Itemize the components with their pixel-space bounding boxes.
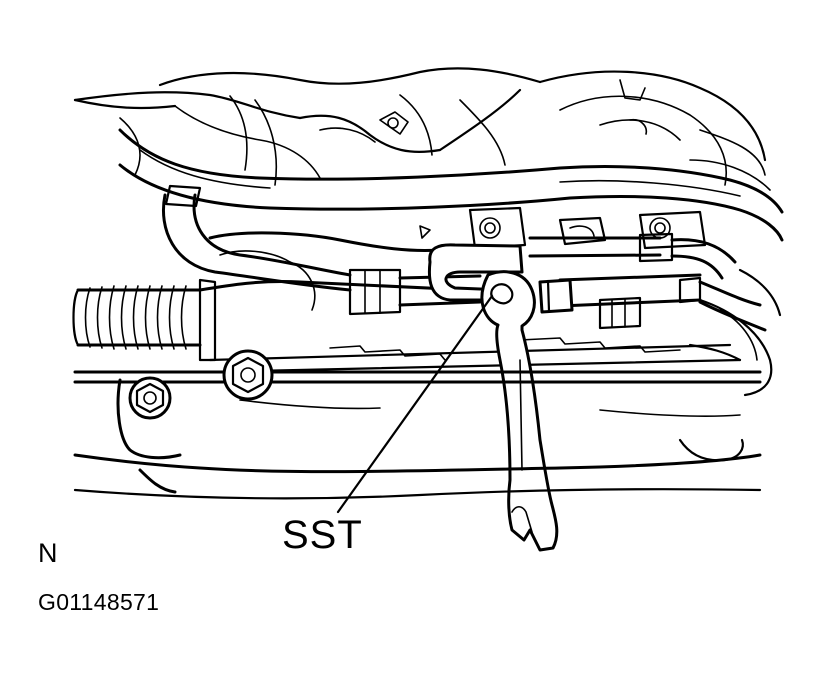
bolt-small [128,376,172,420]
pressure-lines [162,184,767,332]
upper-engine-outline [73,67,771,191]
sst-leader-line [336,294,494,514]
rack-boot [72,278,217,362]
sst-tool [427,243,574,552]
mounting-bracket [73,370,762,500]
figure-code: G01148571 [38,589,160,615]
sst-callout-label: SST [282,513,363,557]
orientation-mark: N [38,538,58,568]
steering-rack [198,206,782,397]
bolt-large [222,349,274,401]
crossmember [118,128,784,242]
